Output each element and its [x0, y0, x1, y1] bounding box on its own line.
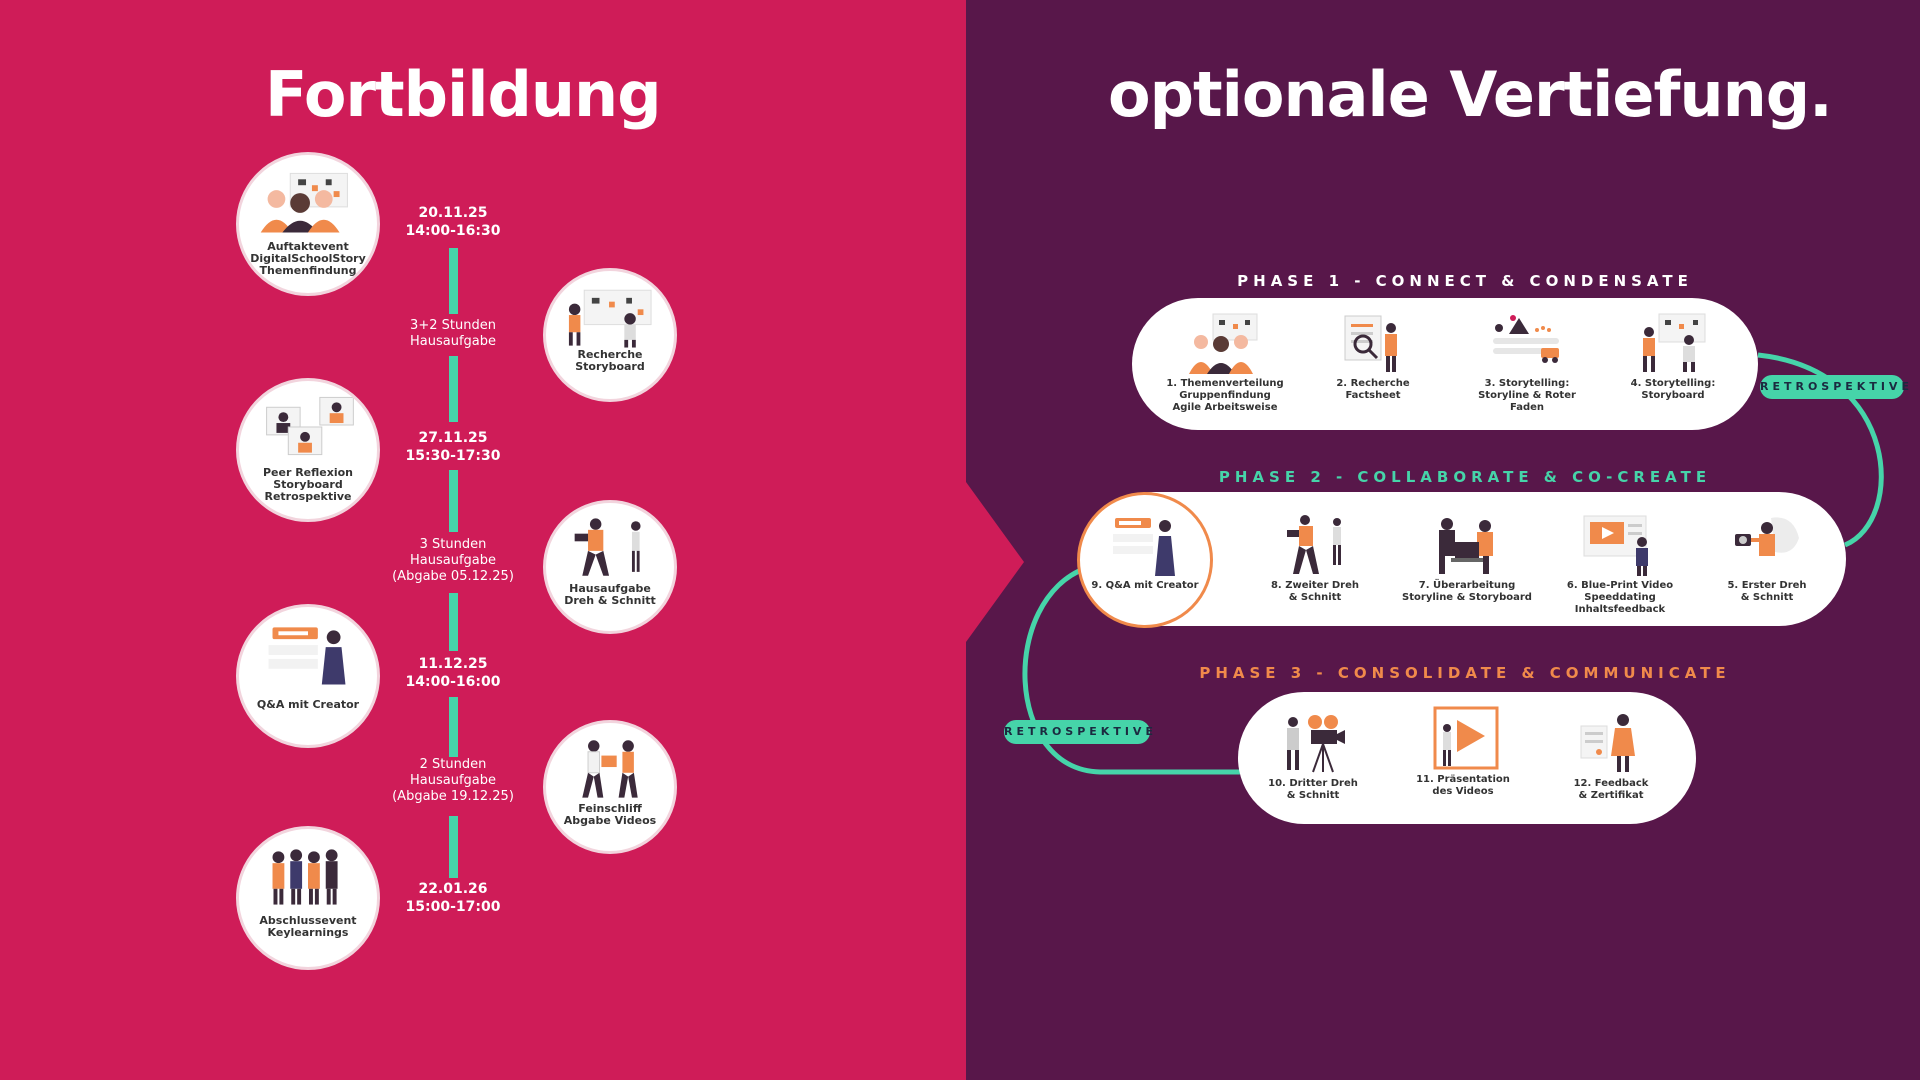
step-label: 9. Q&A mit Creator	[1091, 580, 1199, 591]
creator-icon	[1113, 518, 1175, 576]
certificate-icon	[1580, 714, 1635, 772]
phase-1-step-3: 3. Storytelling:Storyline & Roter Faden	[1462, 310, 1592, 414]
event-label: Q&A mit Creator	[256, 698, 360, 711]
step-label: 10. Dritter Dreh& Schnitt	[1268, 778, 1358, 801]
panel-divider-arrow	[966, 482, 1024, 642]
handover-icon	[582, 740, 638, 798]
storyboard-icon	[568, 289, 652, 348]
creator-icon	[268, 627, 346, 685]
step-label: 12. Feedback& Zertifikat	[1573, 778, 1649, 801]
step-label: 4. Storytelling:Storyboard	[1630, 378, 1716, 401]
phase-3-step-12: 12. Feedback& Zertifikat	[1546, 710, 1676, 802]
connector-phase2-phase3	[1022, 565, 1240, 775]
storyline-icon	[1493, 315, 1559, 363]
phase-2-step-5: 5. Erster Dreh& Schnitt	[1702, 512, 1832, 604]
film-camera-icon	[1287, 715, 1345, 773]
timeline-segment	[449, 356, 458, 422]
event-circle-qa-creator: Q&A mit Creator	[236, 604, 380, 748]
title-optionale-vertiefung: optionale Vertiefung.	[1108, 58, 1833, 131]
camera-person-icon	[1735, 517, 1799, 556]
celebration-icon	[272, 849, 338, 905]
timeline-segment	[449, 697, 458, 757]
laptop-review-icon	[1439, 518, 1493, 574]
title-fortbildung: Fortbildung	[265, 58, 662, 131]
storyboard-icon	[1643, 313, 1706, 372]
phase-1-step-4: 4. Storytelling:Storyboard	[1608, 310, 1738, 402]
team-icon	[260, 172, 348, 233]
video-blueprint-icon	[1583, 515, 1648, 576]
step-label: 8. Zweiter Dreh& Schnitt	[1270, 580, 1360, 603]
phase-2-title: PHASE 2 - COLLABORATE & CO-CREATE	[1218, 468, 1712, 486]
left-panel	[0, 0, 966, 1080]
timeline-segment	[449, 248, 458, 314]
phase-2-step-8: 8. Zweiter Dreh& Schnitt	[1250, 512, 1380, 604]
timeline-segment	[449, 470, 458, 532]
phase-3-step-10: 10. Dritter Dreh& Schnitt	[1248, 710, 1378, 802]
phase-3-title: PHASE 3 - CONSOLIDATE & COMMUNICATE	[1199, 664, 1731, 682]
research-icon	[1344, 315, 1397, 372]
filming-icon	[1287, 515, 1341, 574]
retrospektive-badge: RETROSPEKTIVE	[1760, 375, 1909, 399]
phase-2-highlight-circle	[1077, 492, 1213, 628]
timeline-segment	[449, 593, 458, 651]
step-label: 5. Erster Dreh& Schnitt	[1727, 580, 1807, 603]
step-label: 3. Storytelling:Storyline & Roter Faden	[1478, 378, 1576, 413]
phase-1-title: PHASE 1 - CONNECT & CONDENSATE	[1237, 272, 1693, 290]
retrospektive-badge: RETROSPEKTIVE	[1004, 720, 1153, 744]
video-call-icon	[266, 396, 354, 456]
team-icon	[1189, 313, 1258, 374]
presentation-play-icon	[1433, 706, 1499, 770]
filming-icon	[574, 518, 641, 576]
phase-2-step-9: 9. Q&A mit Creator	[1080, 512, 1210, 592]
timeline-segment	[449, 816, 458, 878]
connector-phase1-phase2	[1757, 352, 1884, 548]
